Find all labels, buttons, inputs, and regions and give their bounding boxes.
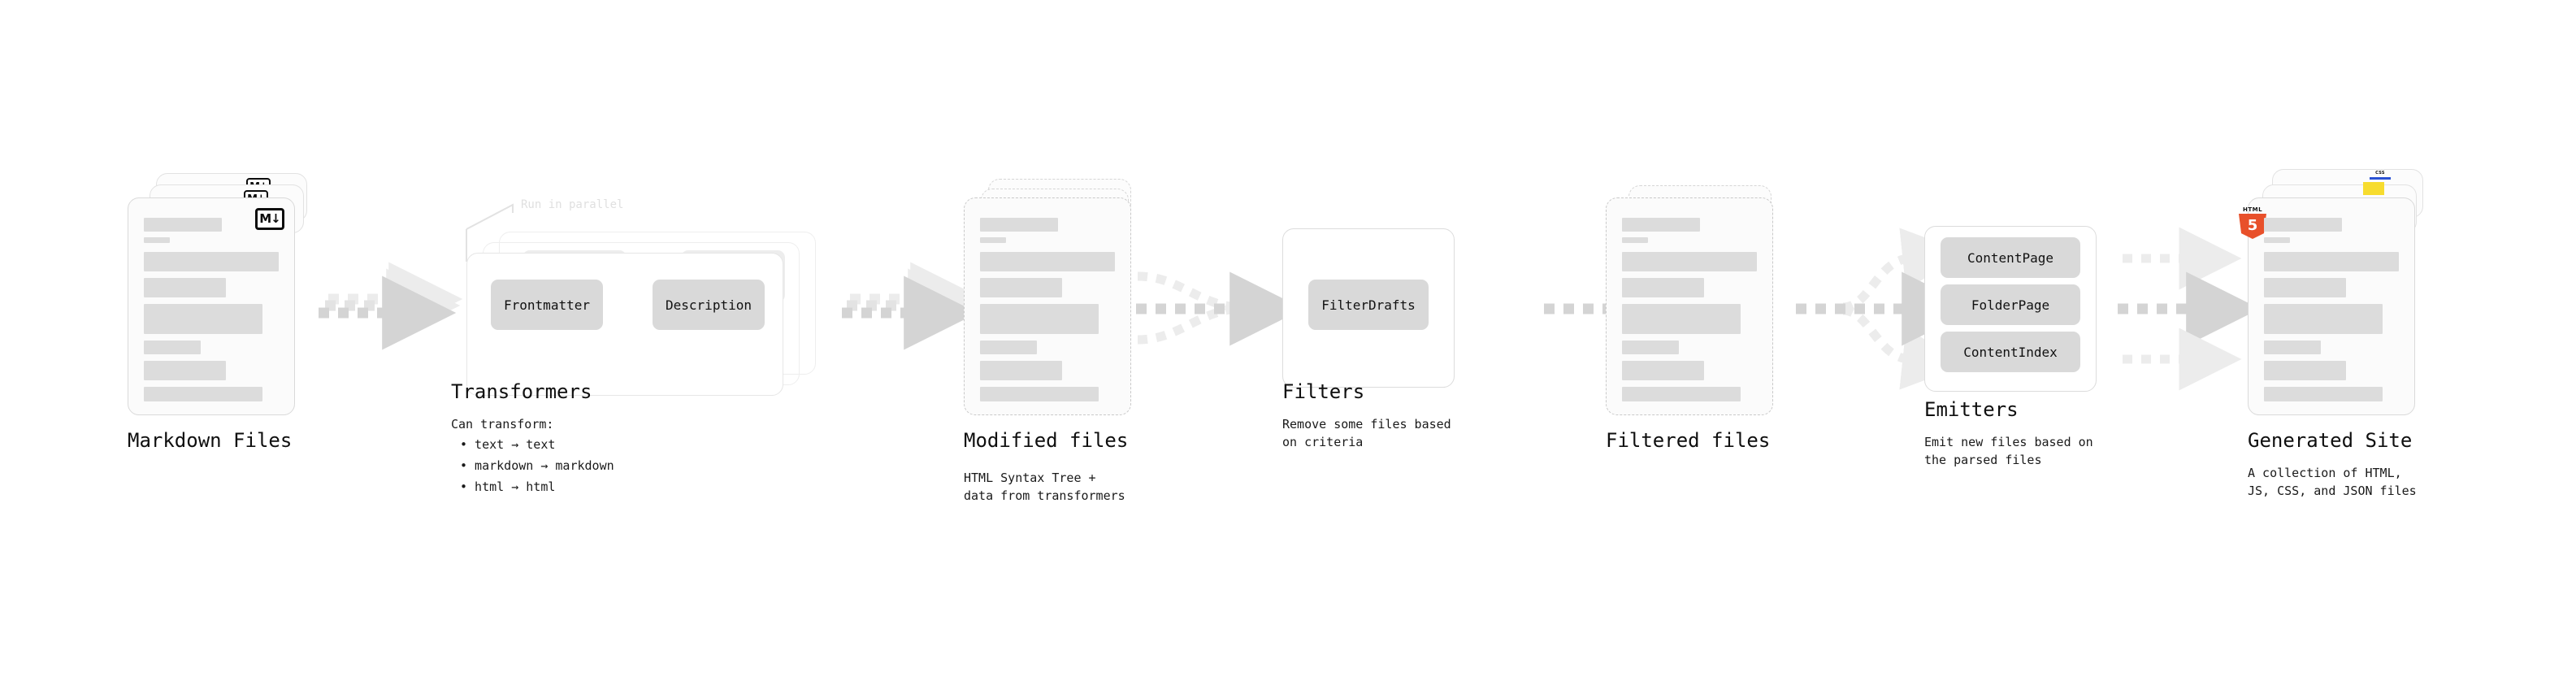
- generated-site-document-card: HTML: [2239, 197, 2415, 415]
- placeholder-bar: [2264, 387, 2383, 401]
- emitter-chip-contentindex-label: ContentIndex: [1963, 344, 2058, 360]
- placeholder-bar: [980, 237, 1006, 243]
- placeholder-bar: [980, 278, 1063, 297]
- emitters-subtitle-1: the parsed files: [1924, 453, 2042, 467]
- modified-document-card: [964, 197, 1131, 415]
- placeholder-bar: [144, 304, 263, 334]
- placeholder-bar: [2264, 340, 2321, 354]
- transformers-subtitle: Can transform:: [451, 417, 554, 432]
- transformer-chip-frontmatter-label: Frontmatter: [504, 297, 590, 313]
- filters-subtitle-0: Remove some files based: [1282, 417, 1451, 432]
- placeholder-bar: [144, 218, 223, 232]
- document-placeholder-lines: [1622, 218, 1757, 401]
- document-placeholder-lines: [2264, 218, 2399, 401]
- run-in-parallel-label: Run in parallel: [521, 198, 624, 211]
- filtered-document-card: [1606, 197, 1773, 415]
- placeholder-bar: [144, 340, 201, 354]
- markdown-icon: M↓: [255, 208, 284, 230]
- css-icon: CSS: [2370, 171, 2391, 180]
- js-icon: [2363, 182, 2384, 195]
- placeholder-bar: [2264, 237, 2290, 243]
- stage-title-transformers: Transformers: [451, 380, 592, 403]
- stage-title-modified-files: Modified files: [964, 429, 1129, 452]
- placeholder-bar: [1622, 387, 1741, 401]
- stage-title-markdown-files: Markdown Files: [128, 429, 293, 452]
- placeholder-bar: [980, 387, 1099, 401]
- emitter-chip-folderpage[interactable]: FolderPage: [1941, 284, 2080, 325]
- placeholder-bar: [1622, 218, 1701, 232]
- arrow-filtered-to-emitters: [1796, 228, 1976, 390]
- placeholder-bar: [1622, 340, 1679, 354]
- placeholder-bar: [144, 387, 263, 401]
- modified-files-subtitle-0: HTML Syntax Tree +: [964, 471, 1096, 485]
- document-placeholder-lines: [980, 218, 1115, 401]
- transformers-bullet-2: • html → html: [460, 479, 556, 494]
- stage-title-generated-site: Generated Site: [2248, 429, 2413, 452]
- placeholder-bar: [2264, 278, 2347, 297]
- placeholder-bar: [980, 218, 1059, 232]
- placeholder-bar: [1622, 237, 1648, 243]
- arrow-modified-to-filters: [1136, 271, 1304, 346]
- emitter-chip-contentindex[interactable]: ContentIndex: [1941, 332, 2080, 372]
- modified-files-subtitle-1: data from transformers: [964, 488, 1125, 503]
- emitter-chip-contentpage[interactable]: ContentPage: [1941, 237, 2080, 278]
- arrow-emitters-to-site: [2118, 227, 2261, 391]
- transformers-bullet-0: • text → text: [460, 437, 556, 452]
- placeholder-bar: [1622, 361, 1705, 380]
- html5-icon: HTML: [2239, 206, 2266, 239]
- placeholder-bar: [2264, 361, 2347, 380]
- filter-chip-filterdrafts-label: FilterDrafts: [1321, 297, 1416, 313]
- placeholder-bar: [980, 304, 1099, 334]
- arrow-markdown-to-transformers: [319, 262, 463, 350]
- stage-generated-site: CSS HTML Generated Site A collection of: [0, 0, 2423, 498]
- transformer-chip-frontmatter[interactable]: Frontmatter: [491, 280, 603, 330]
- placeholder-bar: [2264, 252, 2399, 271]
- filter-chip-filterdrafts[interactable]: FilterDrafts: [1308, 280, 1429, 330]
- placeholder-bar: [144, 237, 170, 243]
- emitter-chip-folderpage-label: FolderPage: [1971, 297, 2050, 313]
- generated-site-subtitle-1: JS, CSS, and JSON files: [2248, 484, 2417, 498]
- stage-title-filtered-files: Filtered files: [1606, 429, 1771, 452]
- filters-subtitle-1: on criteria: [1282, 435, 1364, 449]
- css-icon-label: CSS: [2375, 171, 2385, 176]
- placeholder-bar: [980, 340, 1037, 354]
- arrow-transformers-to-modified: [842, 262, 985, 350]
- placeholder-bar: [1622, 252, 1757, 271]
- emitter-chip-contentpage-label: ContentPage: [1967, 249, 2053, 266]
- placeholder-bar: [2264, 218, 2343, 232]
- placeholder-bar: [144, 252, 279, 271]
- placeholder-bar: [1622, 304, 1741, 334]
- stage-title-filters: Filters: [1282, 380, 1365, 403]
- document-placeholder-lines: [144, 218, 279, 401]
- transformer-chip-description-label: Description: [666, 297, 752, 313]
- placeholder-bar: [144, 361, 227, 380]
- placeholder-bar: [980, 361, 1063, 380]
- placeholder-bar: [980, 252, 1115, 271]
- placeholder-bar: [144, 278, 227, 297]
- html5-icon-shield: [2239, 214, 2266, 239]
- placeholder-bar: [2264, 304, 2383, 334]
- html5-icon-word: HTML: [2242, 206, 2263, 213]
- generated-site-subtitle-0: A collection of HTML,: [2248, 466, 2402, 480]
- transformer-chip-description[interactable]: Description: [653, 280, 765, 330]
- stage-title-emitters: Emitters: [1924, 398, 2019, 421]
- placeholder-bar: [1622, 278, 1705, 297]
- css-icon-rule: [2370, 177, 2391, 180]
- markdown-document-card: M↓: [128, 197, 295, 415]
- emitters-subtitle-0: Emit new files based on: [1924, 435, 2093, 449]
- transformers-bullet-1: • markdown → markdown: [460, 458, 614, 473]
